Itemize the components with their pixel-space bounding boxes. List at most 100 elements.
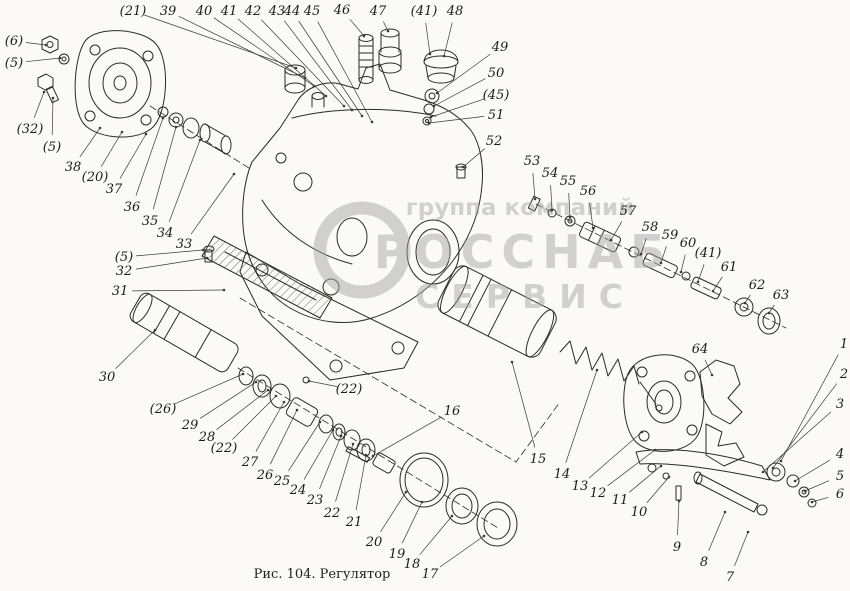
watermark: группа компаний РОССНАБ СЕРВИС xyxy=(313,195,673,316)
part-number-label: 7 xyxy=(726,570,735,585)
leader-endpoint xyxy=(42,90,46,94)
leader-endpoint xyxy=(420,500,424,504)
watermark-line-3: СЕРВИС xyxy=(415,277,635,316)
part-number-label: 20 xyxy=(365,535,383,550)
cover-fasteners xyxy=(37,35,70,104)
part-number-label: 5 xyxy=(836,469,844,484)
leader-line xyxy=(532,172,536,200)
part-number-label: 36 xyxy=(124,200,141,215)
leader-endpoint xyxy=(254,380,258,384)
part-number-label: 47 xyxy=(369,4,387,19)
part-number-label: 19 xyxy=(389,547,406,562)
leader-line xyxy=(430,98,485,118)
part-number-label: 18 xyxy=(404,557,421,572)
leader-line xyxy=(173,373,244,405)
leader-line xyxy=(288,421,321,472)
part-number-label: 26 xyxy=(256,468,274,483)
leader-line xyxy=(232,395,277,440)
leader-line xyxy=(355,454,367,511)
leader-endpoint xyxy=(779,459,783,463)
leader-endpoint xyxy=(450,514,454,518)
part-number-label: 30 xyxy=(99,370,116,385)
part-number-label: 43 xyxy=(268,4,286,19)
part-number-label: 41 xyxy=(220,4,238,19)
part-number-label: 39 xyxy=(160,4,177,19)
part-number-label: 49 xyxy=(491,40,509,55)
seal-rings xyxy=(399,452,518,547)
leader-endpoint xyxy=(677,499,681,503)
leader-line xyxy=(216,389,269,430)
leader-line xyxy=(135,117,164,196)
leader-line xyxy=(660,246,667,264)
part-number-label: 40 xyxy=(195,4,213,19)
part-number-label: 46 xyxy=(333,3,351,18)
part-number-label: 33 xyxy=(176,237,193,252)
part-number-label: 6 xyxy=(836,487,844,502)
part-number-label: 4 xyxy=(835,447,844,462)
part-number-label: 15 xyxy=(530,452,547,467)
leader-line xyxy=(811,496,829,503)
leader-endpoint xyxy=(761,470,765,474)
leader-line xyxy=(135,249,204,257)
leader-endpoint xyxy=(274,394,278,398)
leader-line xyxy=(425,22,431,55)
leader-endpoint xyxy=(667,475,671,479)
leader-endpoint xyxy=(161,116,165,120)
leader-endpoint xyxy=(771,466,775,470)
leader-line xyxy=(119,133,147,179)
leader-line xyxy=(380,491,407,533)
leader-line xyxy=(772,383,838,469)
leader-line xyxy=(794,459,830,482)
leader-endpoint xyxy=(386,29,390,33)
leader-line xyxy=(704,359,713,376)
watermark-line-1: группа компаний xyxy=(406,195,635,221)
leader-endpoint xyxy=(266,388,270,392)
leader-line xyxy=(190,173,235,235)
leader-line xyxy=(697,264,705,283)
leader-line xyxy=(628,465,662,493)
leader-endpoint xyxy=(294,66,298,70)
leader-endpoint xyxy=(120,130,124,134)
leader-endpoint xyxy=(58,56,62,60)
leader-line xyxy=(335,443,354,502)
part-number-label: 31 xyxy=(112,284,129,299)
part-number-label: 54 xyxy=(542,166,559,181)
watermark-logo-ring xyxy=(313,201,411,299)
leader-endpoint xyxy=(174,125,178,129)
watermark-line-2: РОССНАБ xyxy=(374,225,673,279)
part-number-label: 37 xyxy=(106,182,123,197)
leader-endpoint xyxy=(510,360,514,364)
leader-endpoint xyxy=(659,464,663,468)
part-number-label: 21 xyxy=(345,515,363,530)
leader-line xyxy=(610,221,623,241)
part-number-label: 17 xyxy=(422,567,439,582)
part-number-label: 22 xyxy=(323,506,341,521)
leader-line xyxy=(135,257,208,270)
leader-endpoint xyxy=(609,238,613,242)
leader-endpoint xyxy=(461,165,465,169)
plunger-valve xyxy=(437,265,557,358)
leader-line xyxy=(804,480,830,492)
leader-endpoint xyxy=(550,208,554,212)
leader-endpoint xyxy=(533,197,537,201)
leader-line xyxy=(237,18,327,97)
leader-endpoint xyxy=(432,104,436,108)
leader-line xyxy=(589,202,594,229)
leader-line xyxy=(317,21,373,123)
leader-endpoint xyxy=(222,288,226,292)
leader-endpoint xyxy=(767,311,771,315)
leader-line xyxy=(213,17,315,87)
part-number-label: (5) xyxy=(5,56,23,71)
part-number-label: 56 xyxy=(580,184,597,199)
leader-line xyxy=(319,435,342,490)
part-number-label: 48 xyxy=(446,4,464,19)
leader-endpoint xyxy=(793,479,797,483)
hatched-bracket xyxy=(201,235,333,384)
leader-endpoint xyxy=(205,256,209,260)
leader-endpoint xyxy=(427,121,431,125)
part-number-label: 32 xyxy=(116,264,133,279)
leader-line xyxy=(372,416,442,457)
leader-endpoint xyxy=(232,172,236,176)
part-number-label: 27 xyxy=(241,455,259,470)
